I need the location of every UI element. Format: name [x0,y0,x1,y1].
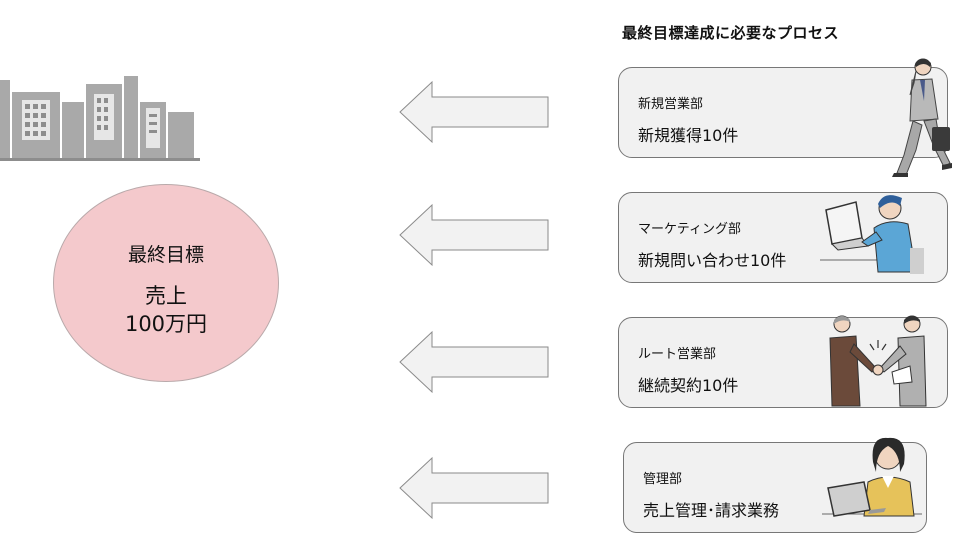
goal-label: 最終目標 [127,244,204,266]
left-arrow-icon [399,456,549,520]
handshake-businessmen-icon [829,315,927,407]
left-arrow-icon [399,203,549,267]
department-task: 新規問い合わせ10件 [638,251,787,270]
department-name: 新規営業部 [638,97,704,112]
buildings-icon [0,76,200,161]
department-task: 売上管理･請求業務 [643,501,780,520]
person-at-laptop-icon [820,195,924,274]
walking-businessman-icon [892,58,952,177]
page-title: 最終目標達成に必要なプロセス [622,24,840,42]
goal-metric: 売上 [145,284,187,308]
department-task: 継続契約10件 [638,376,739,395]
department-name: 管理部 [643,472,683,487]
department-name: ルート営業部 [638,347,717,362]
department-task: 新規獲得10件 [638,126,739,145]
goal-value: 100万円 [124,312,208,336]
department-name: マーケティング部 [638,222,741,237]
left-arrow-icon [399,80,549,144]
left-arrow-icon [399,330,549,394]
woman-at-laptop-icon [822,437,922,517]
final-goal-circle: 最終目標 売上 100万円 [53,184,279,382]
department-card-new-sales: 新規営業部 新規獲得10件 [618,67,948,158]
